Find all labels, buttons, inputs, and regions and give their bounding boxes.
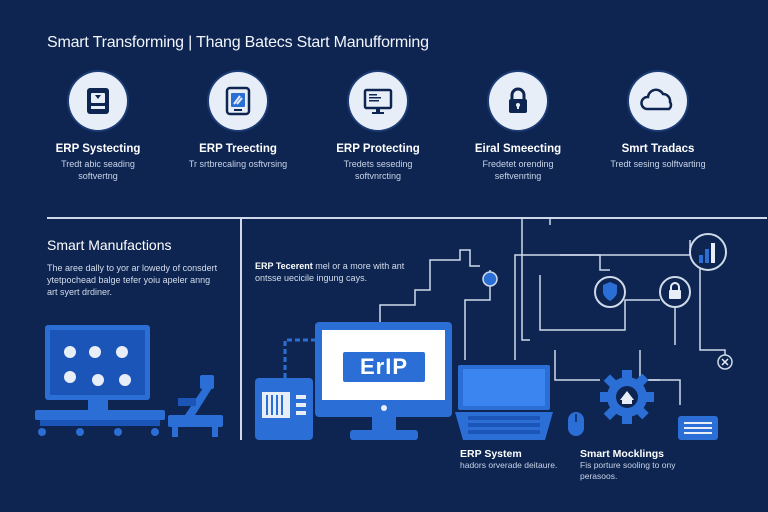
feature-smrt-tradacs: Smrt Tradacs Tredt sesing solftvarting (598, 72, 718, 170)
close-icon (717, 354, 733, 370)
connector-node-icon (482, 271, 498, 287)
laptop (455, 365, 553, 440)
dashed-link (283, 338, 315, 378)
feature-desc: Tredt abic seading softvertng (61, 159, 135, 181)
smart-manufactions-title: Smart Manufactions (47, 237, 172, 253)
smart-mocklings-title: Smart Mocklings (580, 448, 665, 460)
feature-title: Eiral Smeecting (474, 143, 562, 155)
feature-desc: Fredetet orending seftvenrting (482, 159, 554, 181)
cloud-icon (629, 72, 687, 130)
erp-monitor (315, 322, 452, 440)
server-icon (69, 72, 127, 130)
mouse-icon (568, 412, 584, 436)
monitor-icon (349, 72, 407, 130)
analytics-icon (689, 233, 727, 271)
router-icon (678, 416, 718, 440)
feature-erp-systecting: ERP Systecting Tredt abic seading softve… (38, 72, 158, 182)
shield-icon (594, 276, 626, 308)
padlock-icon (659, 276, 691, 308)
gear-icon (600, 370, 654, 424)
erp-tecerent-heading: ERP Tecerent (255, 261, 313, 271)
feature-title: ERP Treecting (199, 143, 277, 155)
erp-system-title: ERP System (460, 448, 522, 460)
erp-tecerent-desc: mel or a more with ant ontsse uecicile i… (255, 261, 405, 283)
erp-system-block: ERP System hadors orverade deitaure. (460, 448, 570, 471)
section-divider (47, 217, 767, 219)
tablet-icon (209, 72, 267, 130)
section-vertical-divider (240, 217, 242, 440)
feature-title: Smrt Tradacs (621, 143, 695, 155)
page-title: Smart Transforming | Thang Batecs Start … (47, 34, 429, 51)
smart-mocklings-block: Smart Mocklings Fis porture sooling to o… (580, 448, 710, 482)
feature-desc: Tredets seseding softvnrcting (343, 159, 413, 181)
feature-desc: Tredt sesing solftvarting (610, 159, 706, 169)
server-cabinet (255, 378, 313, 440)
feature-desc: Tr srtbrecaling osftvrsing (188, 159, 288, 169)
left-computer (35, 325, 165, 436)
smart-mocklings-desc: Fis porture sooling to ony perasoos. (580, 460, 676, 481)
erp-screen-label: ErIP (359, 354, 409, 379)
lock-icon (489, 72, 547, 130)
smart-manufactions-desc: The aree dally to yor ar lowedy of consd… (47, 263, 218, 297)
erp-tecerent-text: ERP Tecerent mel or a more with ant onts… (255, 260, 405, 284)
feature-erp-treecting: ERP Treecting Tr srtbrecaling osftvrsing (178, 72, 298, 170)
feature-eiral-smeecting: Eiral Smeecting Fredetet orending seftve… (458, 72, 578, 182)
feature-erp-protecting: ERP Protecting Tredets seseding softvnrc… (318, 72, 438, 182)
feature-title: ERP Protecting (336, 143, 420, 155)
robot-arm (168, 375, 223, 437)
feature-title: ERP Systecting (55, 143, 141, 155)
erp-system-desc: hadors orverade deitaure. (460, 460, 558, 470)
